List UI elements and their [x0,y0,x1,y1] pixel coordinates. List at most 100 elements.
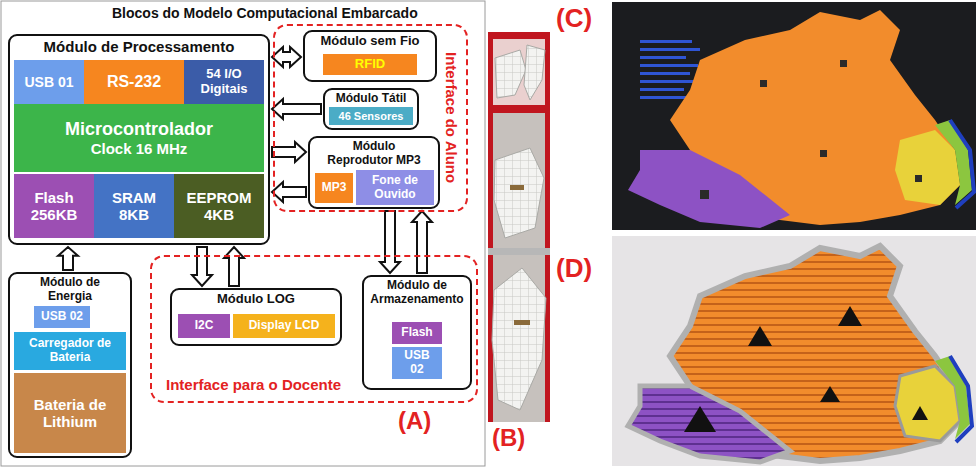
foam-piece [492,268,546,410]
block-label: USB 01 [24,74,73,90]
shelf-bar [488,32,550,39]
color-block: USB 02 [34,306,90,328]
block-label: EEPROM 4KB [178,189,260,224]
shelf-post [545,32,550,422]
module-box: Módulo Reprodutor MP3MP3 Fone de Ouvido [308,136,440,209]
block-arrow [380,211,400,273]
panel-label: (B) [492,424,525,452]
shelf-post [488,32,493,422]
block-label: Clock 16 MHz [91,140,188,157]
block-label: I2C [195,319,214,333]
module-title: Módulo LOG [172,290,340,307]
foam-tape [514,320,530,325]
photo-background [488,32,550,422]
map-border [950,120,974,208]
map-region [628,150,790,228]
shelf-bar [488,105,550,113]
block-label: Flash [401,326,432,340]
module-title: Módulo Tátil [325,90,417,106]
color-block: MP3 [315,173,353,203]
color-block: Carregador de Bateria [14,332,126,370]
block-label: RS-232 [107,73,161,91]
color-block: Fone de Ouvido [356,170,434,205]
color-block: 54 I/O Digitais [184,60,264,104]
block-label: USB 02 [396,349,438,377]
module-box: Módulo de ProcessamentoUSB 01 RS-232 54 I/… [8,34,270,245]
foam-piece [495,50,526,98]
module-title: Módulo sem Fio [305,32,435,49]
color-block: Bateria de Lithium [14,373,126,453]
title-holder: Blocos do Modelo Computacional Embarcado [112,5,418,21]
panel-frame [1,1,485,466]
panel-label: (D) [556,254,592,284]
tactile-markers [684,306,928,432]
block-label: RFID [355,57,385,72]
photo-wall [493,39,545,105]
block-arrow [272,47,301,67]
photo-background [612,2,976,230]
map-region [670,246,960,461]
photo-painted-map [612,2,976,230]
module-title: Módulo Reprodutor MP3 [319,138,429,168]
block-label: Bateria de Lithium [18,396,122,431]
photo-background [612,236,976,466]
block-label: Fone de Ouvido [360,174,430,202]
module-box: Módulo LOG I2C Display LCD [170,288,342,346]
foam-piece [494,148,544,238]
diagram-title: Blocos do Modelo Computacional Embarcado [112,5,418,21]
sensor-spots [700,60,922,199]
color-block: MicrocontroladorClock 16 MHz [14,104,264,172]
module-title: Módulo de Processamento [10,36,268,55]
color-block: Display LCD [233,314,335,338]
interface-region: Interface do AlunoMódulo sem FioRFIDMódu… [273,24,468,212]
color-block: USB 02 [392,347,442,379]
color-block: EEPROM 4KB [174,174,264,238]
color-block: RFID [323,54,417,75]
block-label: Display LCD [249,319,320,333]
foam-tape [510,185,524,190]
color-block: USB 01 [14,60,84,104]
region-label: Interface do Aluno [443,52,460,183]
module-box: Módulo Tátil 46 Sensores [323,88,419,130]
interface-region: Interface para o Docente Módulo LOG I2C Dis… [150,255,478,403]
block-arrow [224,247,244,286]
block-label: SRAM 8KB [98,189,170,224]
region-label: Interface para o Docente [166,376,341,393]
foam-piece [524,45,545,100]
block-arrow [272,142,306,162]
block-label: USB 02 [41,310,83,324]
panel-label: (C) [556,4,592,34]
photo-shelf [488,32,550,422]
block-label: Carregador de Bateria [18,337,122,365]
block-arrow [412,211,432,273]
map-region [935,120,972,205]
module-title: Módulo de Armazenamento [364,277,470,307]
photo-tactile-map [612,236,976,466]
block-label: Flash 256KB [18,189,90,224]
panel-label: (A) [398,407,431,435]
color-block: SRAM 8KB [94,174,174,238]
block-label: 54 I/O Digitais [188,67,260,97]
block-label: MP3 [322,181,347,195]
map-region [628,386,790,462]
module-box: Módulo de ArmazenamentoFlashUSB 02 [362,275,472,390]
block-arrow [272,99,321,119]
label-holder: (B) [492,424,525,452]
block-arrow [272,182,306,202]
block-label: 46 Sensores [339,110,404,123]
color-block: Flash 256KB [14,174,94,238]
color-block: Flash [392,322,442,344]
color-block: I2C [178,314,230,338]
module-box: Módulo sem FioRFID [303,30,437,82]
label-holder: (C) [556,4,592,34]
label-holder: (A) [398,407,431,435]
shelf-rail [488,248,550,255]
module-title: Módulo de Energia [30,274,110,304]
module-box: Módulo de EnergiaUSB 02 Carregador de Bat… [8,272,132,458]
block-label: Microcontrolador [65,119,213,140]
label-holder: (D) [556,254,592,284]
block-arrow [192,247,212,286]
map-region [935,356,970,439]
color-block: RS-232 [84,60,184,104]
map-border [950,356,972,442]
